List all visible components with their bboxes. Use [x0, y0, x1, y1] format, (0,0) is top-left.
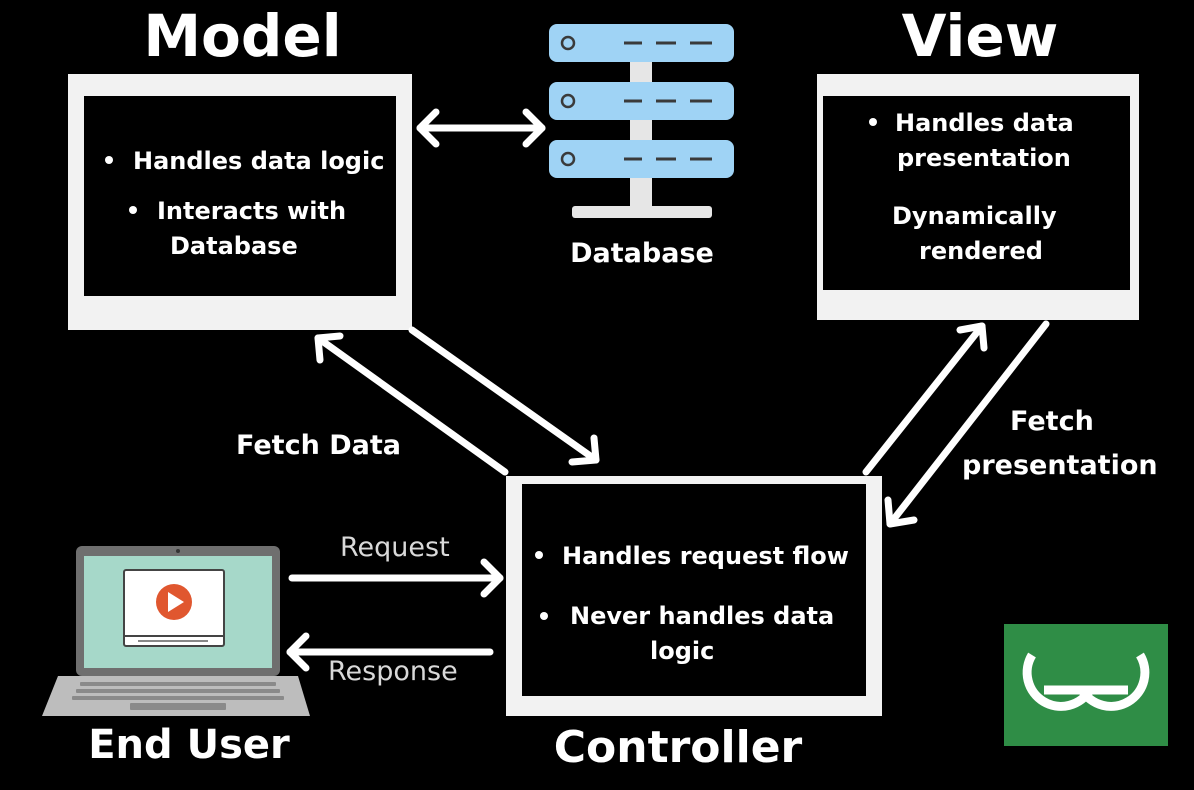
fetch-data-arrows	[314, 326, 600, 476]
model-database-arrow	[416, 108, 546, 148]
view-line-1: Handles data	[895, 109, 1074, 137]
database-server-icon	[549, 24, 734, 218]
view-screen: Handles data presentation Dynamically re…	[823, 96, 1130, 290]
view-box: Handles data presentation Dynamically re…	[817, 74, 1139, 320]
controller-line-1: Handles request flow	[562, 542, 849, 570]
bullet	[129, 206, 137, 214]
model-screen: Handles data logic Interacts with Databa…	[84, 96, 396, 296]
response-label: Response	[328, 656, 458, 687]
model-bullet-2: Interacts with	[157, 197, 347, 225]
request-label: Request	[340, 532, 450, 563]
model-title: Model	[143, 2, 342, 70]
fetch-presentation-label-2: presentation	[962, 450, 1158, 481]
fetch-data-label: Fetch Data	[236, 430, 401, 461]
controller-title: Controller	[553, 722, 803, 773]
request-arrow	[288, 558, 504, 598]
fetch-presentation-label-1: Fetch	[1010, 406, 1094, 437]
fetch-presentation-arrows	[862, 320, 1050, 528]
view-title: View	[901, 2, 1059, 70]
database-label: Database	[570, 238, 714, 269]
model-bullet-1: Handles data logic	[133, 147, 385, 175]
model-box: Handles data logic Interacts with Databa…	[68, 74, 412, 330]
view-line-4: rendered	[919, 237, 1043, 265]
model-bullet-2-cont: Database	[170, 232, 298, 260]
bullet	[535, 551, 543, 559]
response-arrow	[286, 632, 494, 672]
bullet	[869, 118, 877, 126]
logo-icon	[1004, 624, 1168, 746]
view-line-2: presentation	[897, 144, 1071, 172]
view-line-3: Dynamically	[892, 202, 1057, 230]
controller-line-2: Never handles data	[570, 602, 835, 630]
end-user-label: End User	[88, 722, 290, 768]
controller-box: Handles request flow Never handles data …	[506, 476, 882, 716]
laptop-icon	[42, 546, 310, 716]
bullet	[540, 612, 548, 620]
bullet	[105, 156, 113, 164]
controller-screen: Handles request flow Never handles data …	[522, 484, 866, 696]
controller-line-3: logic	[650, 637, 715, 665]
